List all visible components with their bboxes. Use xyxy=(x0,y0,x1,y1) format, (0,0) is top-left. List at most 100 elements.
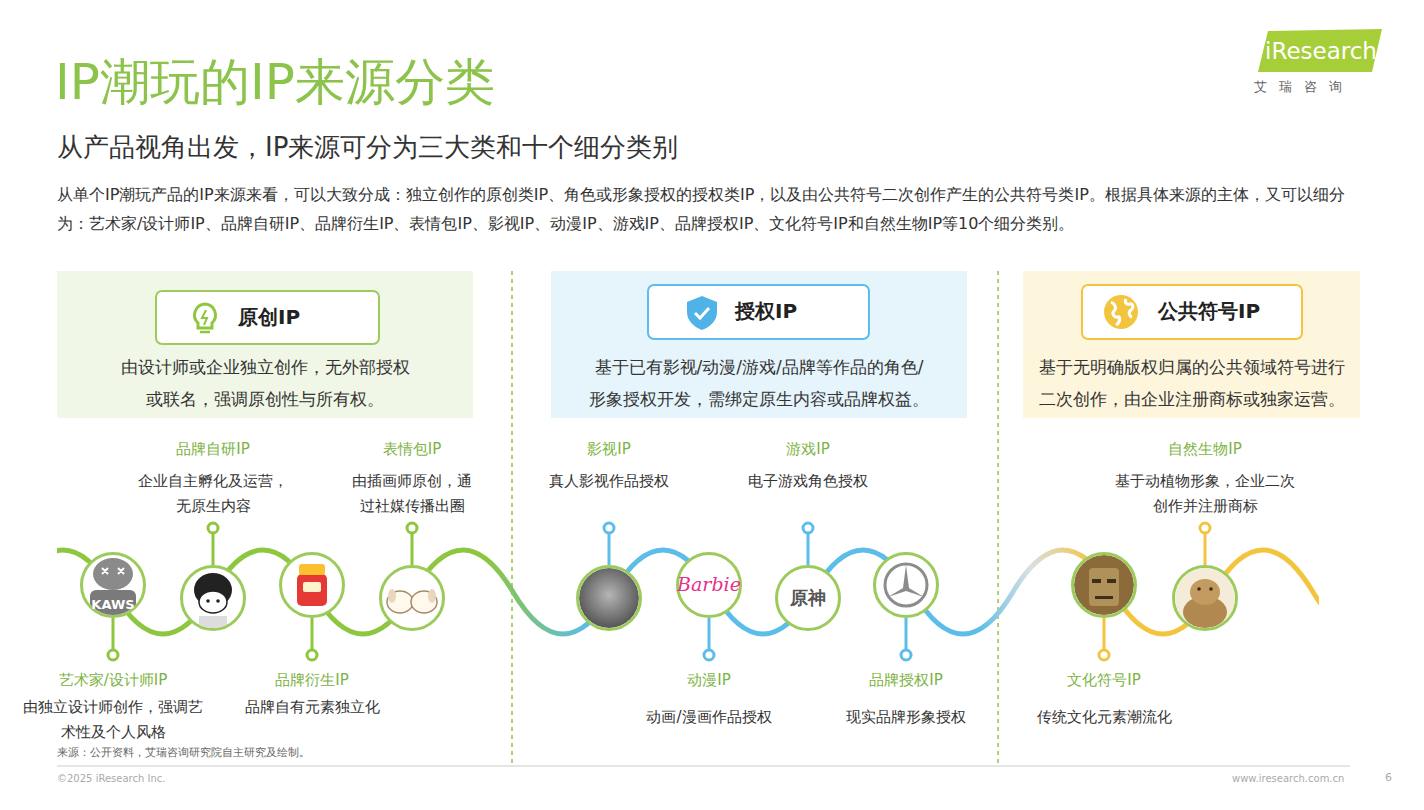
globe-icon xyxy=(1104,295,1138,329)
stem-dot xyxy=(208,523,218,533)
bulb-bolt xyxy=(202,310,207,325)
ip-name: 品牌自研IP xyxy=(123,439,303,459)
ip-name: 表情包IP xyxy=(322,439,502,459)
capybara-eye xyxy=(1197,587,1201,591)
intro-paragraph: 从单个IP潮玩产品的IP来源来看，可以大致分成：独立创作的原创类IP、角色或形象… xyxy=(57,180,1369,238)
category-pill: 公共符号IP xyxy=(1081,284,1303,340)
stem-line xyxy=(1103,618,1106,650)
shield-shape xyxy=(687,296,717,330)
ip-description: 品牌自有元素独立化 xyxy=(232,695,392,720)
ip-description: 由插画师原创，通过社媒传播出圈 xyxy=(351,469,473,519)
category-panel: 基于无明确版权归属的公共领域符号进行二次创作，由企业注册商标或独家运营。 公共符号… xyxy=(1023,271,1360,418)
shield-icon xyxy=(687,296,717,330)
stem-line xyxy=(807,533,810,565)
page-number: 6 xyxy=(1385,771,1392,785)
capybara-head xyxy=(1190,579,1220,605)
capybara-eye xyxy=(1209,587,1213,591)
ip-name: 影视IP xyxy=(519,439,699,459)
ip-description: 基于动植物形象，企业二次创作并注册商标 xyxy=(1114,469,1296,519)
stem-line xyxy=(708,618,711,650)
ip-name: 艺术家/设计师IP xyxy=(23,670,203,690)
logo-tag xyxy=(1258,29,1382,72)
stem-dot xyxy=(1200,523,1210,533)
stem-dot xyxy=(803,523,813,533)
stem-line xyxy=(311,618,314,650)
category-pill: 授权IP xyxy=(647,284,870,340)
stem-line xyxy=(1204,533,1207,565)
dog-figure xyxy=(411,591,437,613)
ip-circle: 艺术家/设计师IP由独立设计师创作，强调艺术性及个人风格 xyxy=(80,552,146,618)
stem-line xyxy=(411,533,414,565)
logo-star xyxy=(888,565,924,597)
ip-circle: 自然生物IP基于动植物形象，企业二次创作并注册商标 xyxy=(1172,565,1238,631)
toy-window xyxy=(303,582,321,592)
logo-subtitle: 艾 瑞 咨 询 xyxy=(1254,78,1346,96)
ip-name: 自然生物IP xyxy=(1115,439,1295,459)
ip-circle: 表情包IP由插画师原创，通过社媒传播出圈 xyxy=(379,565,445,631)
stem-dot xyxy=(1099,650,1109,660)
logo-ring xyxy=(885,564,927,606)
ip-circle: 影视IP真人影视作品授权 xyxy=(576,565,642,631)
footer-rule xyxy=(57,766,1350,767)
ip-name: 品牌授权IP xyxy=(816,670,996,690)
toy-top xyxy=(299,564,325,575)
ip-description: 动画/漫画作品授权 xyxy=(634,705,784,730)
dog-ear xyxy=(388,589,396,603)
ip-description: 传统文化元素潮流化 xyxy=(1029,705,1179,730)
stem-dot xyxy=(307,650,317,660)
panel-description: 由设计师或企业独立创作，无外部授权或联名，强调原创性与所有权。 xyxy=(115,351,415,415)
dog-ear xyxy=(428,589,436,603)
dashed-separator xyxy=(511,271,513,765)
mask-eye xyxy=(1107,579,1116,583)
stem-dot xyxy=(604,523,614,533)
stem-dot xyxy=(108,650,118,660)
ip-circle: 品牌衍生IP品牌自有元素独立化 xyxy=(279,552,345,618)
mask-mouth xyxy=(1095,596,1113,599)
panel-description: 基于无明确版权归属的公共领域符号进行二次创作，由企业注册商标或独家运营。 xyxy=(1034,351,1349,415)
doll-eye xyxy=(206,599,210,603)
doll-shirt xyxy=(199,616,227,628)
ip-circle: 游戏IP电子游戏角色授权 xyxy=(775,565,841,631)
pill-heading: 原创IP xyxy=(238,292,300,342)
doll-hair xyxy=(194,573,232,607)
page-title: IP潮玩的IP来源分类 xyxy=(55,52,495,112)
stem-line xyxy=(212,533,215,565)
ip-circle: 动漫IP动画/漫画作品授权 xyxy=(676,552,742,618)
doll-eye xyxy=(216,599,220,603)
pill-heading: 授权IP xyxy=(735,286,797,337)
copyright: ©2025 iResearch Inc. xyxy=(57,772,165,786)
ip-circle: 品牌授权IP现实品牌形象授权 xyxy=(873,552,939,618)
bulb-base xyxy=(200,331,210,334)
category-panel: 由设计师或企业独立创作，无外部授权或联名，强调原创性与所有权。 原创IP xyxy=(57,271,473,418)
category-pill: 原创IP xyxy=(155,290,380,345)
subtitle: 从产品视角出发，IP来源可分为三大类和十个细分类别 xyxy=(57,130,678,164)
capybara-body xyxy=(1183,596,1227,628)
ip-description: 企业自主孵化及运营，无原生内容 xyxy=(136,469,291,519)
ip-circle: 品牌自研IP企业自主孵化及运营，无原生内容 xyxy=(180,565,246,631)
stem-dot xyxy=(704,650,714,660)
ip-description: 真人影视作品授权 xyxy=(534,469,684,494)
globe-lines xyxy=(1111,299,1133,325)
stem-dot xyxy=(407,523,417,533)
stem-line xyxy=(112,618,115,650)
globe-circle xyxy=(1104,295,1138,329)
stem-line xyxy=(905,618,908,650)
ip-name: 动漫IP xyxy=(619,670,799,690)
category-panel: 基于已有影视/动漫/游戏/品牌等作品的角色/形象授权开发，需绑定原生内容或品牌权… xyxy=(551,271,967,418)
ip-description: 现实品牌形象授权 xyxy=(831,705,981,730)
ip-description: 由独立设计师创作，强调艺术性及个人风格 xyxy=(22,695,204,745)
website: www.iresearch.com.cn xyxy=(1232,772,1344,786)
ip-description: 电子游戏角色授权 xyxy=(733,469,883,494)
source-note: 来源：公开资料，艾瑞咨询研究院自主研究及绘制。 xyxy=(57,745,310,761)
kaws-head xyxy=(93,558,133,590)
dashed-separator xyxy=(997,271,999,765)
ip-name: 文化符号IP xyxy=(1014,670,1194,690)
bulb-icon xyxy=(195,304,216,332)
film-still xyxy=(579,568,639,628)
ip-name: 品牌衍生IP xyxy=(222,670,402,690)
stem-dot xyxy=(901,650,911,660)
mercedes-logo xyxy=(885,564,927,606)
ip-name: 游戏IP xyxy=(718,439,898,459)
